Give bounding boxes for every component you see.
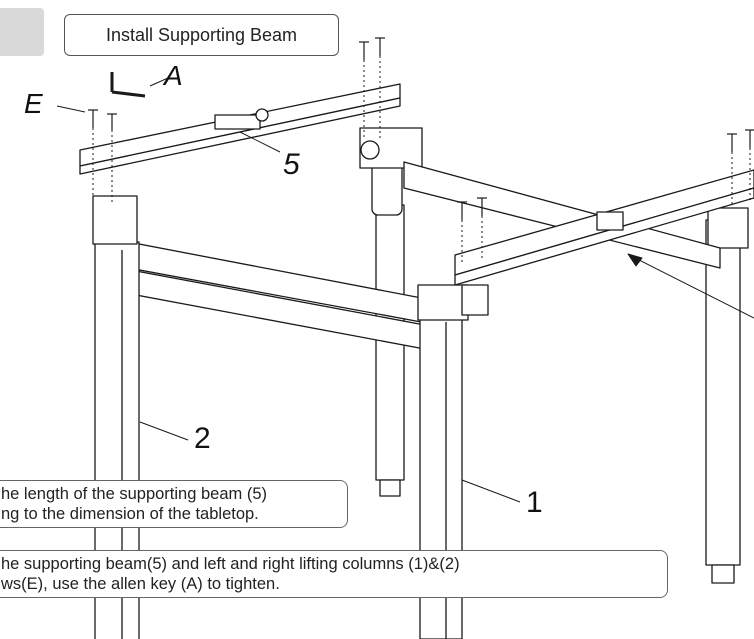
note-tighten-line2: ws(E), use the allen key (A) to tighten. [1,575,280,593]
label-screw-e: E [24,88,43,119]
step-number-tab [0,8,44,56]
screw-set [88,37,754,220]
allen-key [110,72,146,98]
label-beam-5: 5 [283,148,300,181]
note-tighten-screws: he supporting beam(5) and left and right… [0,550,668,598]
label-column-2: 2 [194,422,211,455]
note-beam-length-line1: he length of the supporting beam (5) [1,485,268,503]
lifting-column-rear-left [359,127,423,497]
label-column-1: 1 [526,486,543,519]
supporting-beam-left [79,83,401,175]
label-allen-key: A [164,60,183,91]
note-beam-length-line2: ng to the dimension of the tabletop. [1,505,259,523]
step-title: Install Supporting Beam [64,14,339,56]
note-tighten-line1: he supporting beam(5) and left and right… [1,555,460,573]
supporting-beam-right [454,169,754,286]
note-beam-length: he length of the supporting beam (5) ng … [0,480,348,528]
